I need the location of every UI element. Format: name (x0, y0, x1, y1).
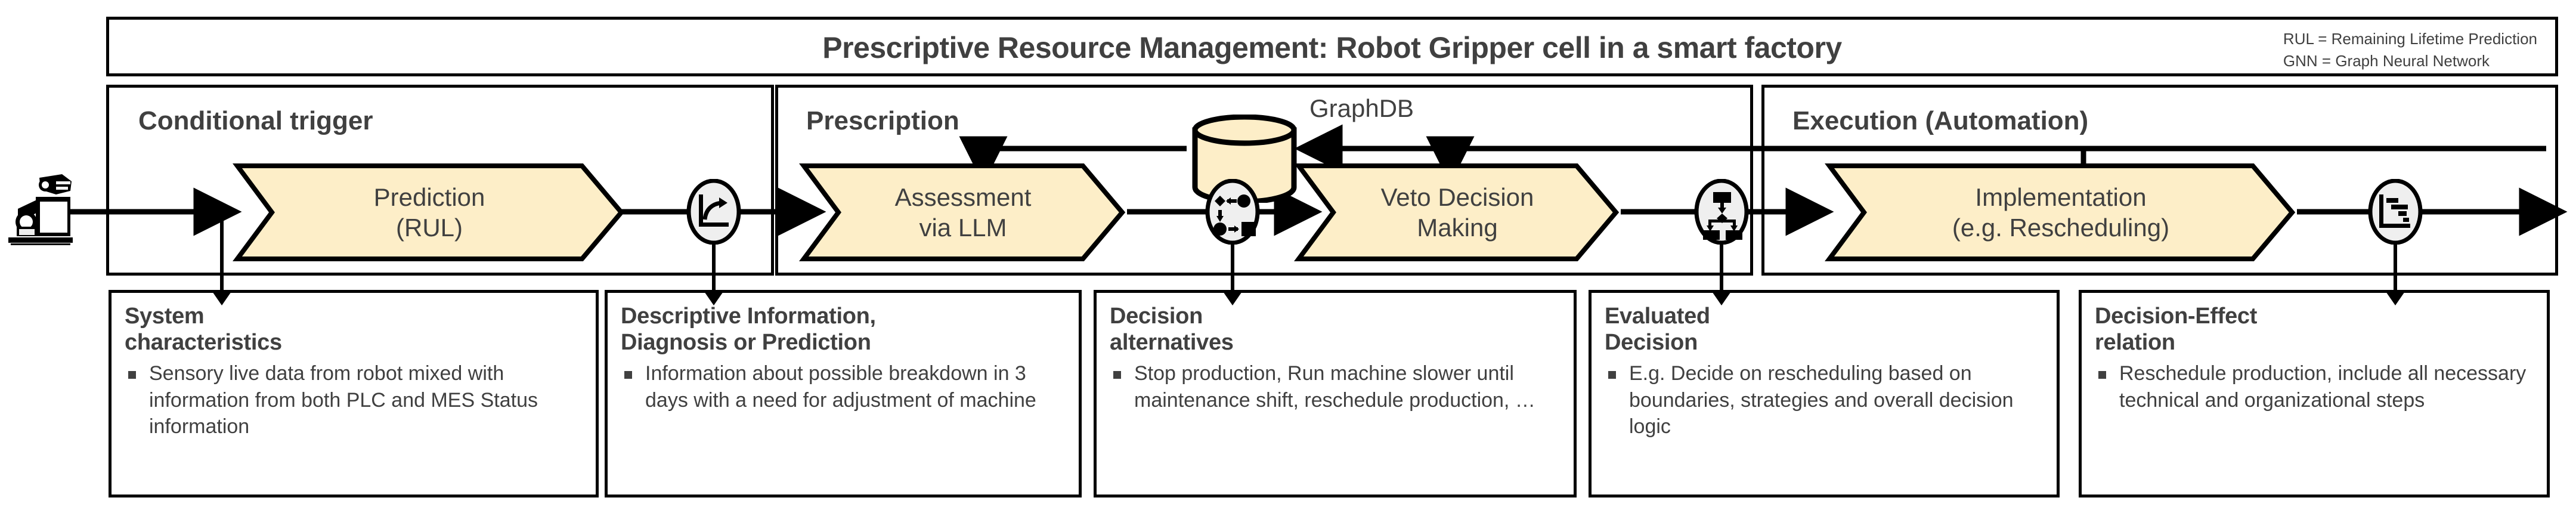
lane-label-conditional-trigger: Conditional trigger (138, 106, 373, 135)
lane-label-execution: Execution (Automation) (1792, 106, 2089, 135)
card-descriptive-information-title: Descriptive Information, Diagnosis or Pr… (621, 304, 876, 355)
bullet-square-icon (1608, 371, 1616, 379)
legend-gnn: GNN = Graph Neural Network (2283, 51, 2490, 70)
card-descriptive-information-text: Information about possible breakdown in … (645, 362, 1036, 412)
card-decision-alternatives-title: Decision alternatives (1110, 304, 1234, 355)
artifact-prediction-output[interactable] (686, 179, 742, 245)
card-decision-alternatives-text: Stop production, Run machine slower unti… (1134, 362, 1535, 412)
legend-rul: RUL = Remaining Lifetime Prediction (2283, 30, 2537, 48)
graph-nodes-icon (1213, 194, 1256, 236)
card-decision-effect-relation-bullet: Reschedule production, include all neces… (2095, 360, 2535, 413)
activity-assessment[interactable]: Assessment via LLM (799, 160, 1127, 265)
card-system-characteristics-bullet: Sensory live data from robot mixed with … (125, 360, 584, 440)
card-decision-effect-relation: Decision-Effect relation Reschedule prod… (2079, 290, 2550, 497)
card-descriptive-information-bullet: Information about possible breakdown in … (621, 360, 1067, 413)
bullet-square-icon (1113, 371, 1121, 379)
card-decision-effect-relation-text: Reschedule production, include all neces… (2119, 362, 2527, 412)
robot-arm-icon (5, 168, 76, 246)
card-evaluated-decision: Evaluated Decision E.g. Decide on resche… (1589, 290, 2060, 497)
card-decision-alternatives: Decision alternatives Stop production, R… (1094, 290, 1577, 497)
card-evaluated-decision-title: Evaluated Decision (1605, 304, 1710, 355)
card-system-characteristics-title: System characteristics (125, 304, 282, 355)
card-evaluated-decision-bullet: E.g. Decide on rescheduling based on bou… (1605, 360, 2045, 440)
card-evaluated-decision-text: E.g. Decide on rescheduling based on bou… (1629, 362, 2014, 438)
artifact-veto-output[interactable] (1693, 179, 1750, 245)
card-descriptive-information: Descriptive Information, Diagnosis or Pr… (605, 290, 1082, 497)
artifact-implementation-output[interactable] (2367, 179, 2423, 245)
legend-abbreviations: RUL = Remaining Lifetime Prediction GNN … (2283, 28, 2537, 72)
title-banner: Prescriptive Resource Management: Robot … (106, 17, 2558, 76)
card-decision-effect-relation-title: Decision-Effect relation (2095, 304, 2258, 355)
datastore-graphdb-label: GraphDB (1309, 94, 1414, 122)
lane-label-prescription: Prescription (806, 106, 959, 135)
card-decision-alternatives-bullet: Stop production, Run machine slower unti… (1110, 360, 1562, 413)
activity-veto-decision[interactable]: Veto Decision Making (1294, 160, 1621, 265)
bullet-square-icon (624, 371, 632, 379)
bullet-square-icon (2098, 371, 2106, 379)
activity-implementation[interactable]: Implementation (e.g. Rescheduling) (1825, 160, 2297, 265)
card-system-characteristics: System characteristics Sensory live data… (109, 290, 599, 497)
decision-tree-icon (1703, 192, 1742, 240)
trend-chart-icon (699, 194, 729, 227)
card-system-characteristics-text: Sensory live data from robot mixed with … (149, 362, 538, 438)
bullet-square-icon (128, 371, 136, 379)
artifact-assessment-output[interactable] (1205, 179, 1261, 245)
page-title: Prescriptive Resource Management: Robot … (822, 31, 1842, 64)
activity-prediction[interactable]: Prediction (RUL) (233, 160, 626, 265)
gantt-chart-icon (2379, 194, 2410, 228)
